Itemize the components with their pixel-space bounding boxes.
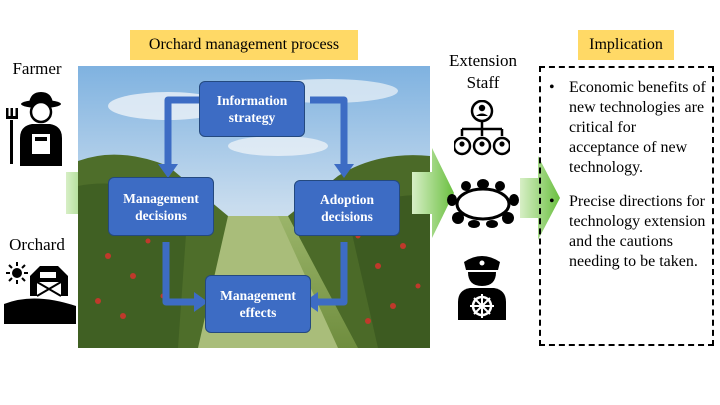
captain-icon bbox=[456, 252, 508, 320]
meeting-table-icon bbox=[446, 178, 520, 228]
implication-list: • Economic benefits of new technologies … bbox=[541, 68, 712, 272]
org-chart-icon bbox=[454, 100, 510, 158]
flow-arrows bbox=[78, 66, 430, 348]
sun-icon bbox=[6, 262, 28, 284]
orchard-barn-icon bbox=[4, 262, 76, 324]
farmer-label: Farmer bbox=[12, 59, 62, 78]
bullet-icon: • bbox=[549, 193, 555, 210]
node-adoption-decisions: Adoption decisions bbox=[294, 180, 400, 236]
implication-item: • Precise directions for technology exte… bbox=[547, 192, 706, 272]
implication-text: Precise directions for technology extens… bbox=[569, 193, 706, 270]
bullet-icon: • bbox=[549, 79, 555, 96]
implication-item: • Economic benefits of new technologies … bbox=[547, 78, 706, 178]
extension-label-line2: Staff bbox=[466, 73, 500, 92]
implication-title: Implication bbox=[578, 30, 674, 60]
farmer-icon bbox=[6, 90, 68, 166]
extension-label-line1: Extension bbox=[449, 51, 517, 70]
orchard-label: Orchard bbox=[9, 235, 65, 254]
green-arrow-middle bbox=[412, 148, 454, 238]
node-management-decisions: Management decisions bbox=[108, 177, 214, 236]
implication-box: • Economic benefits of new technologies … bbox=[539, 66, 714, 346]
node-information-strategy: Information strategy bbox=[199, 81, 305, 137]
process-title: Orchard management process bbox=[130, 30, 358, 60]
node-management-effects: Management effects bbox=[205, 275, 311, 333]
implication-text: Economic benefits of new technologies ar… bbox=[569, 79, 706, 176]
